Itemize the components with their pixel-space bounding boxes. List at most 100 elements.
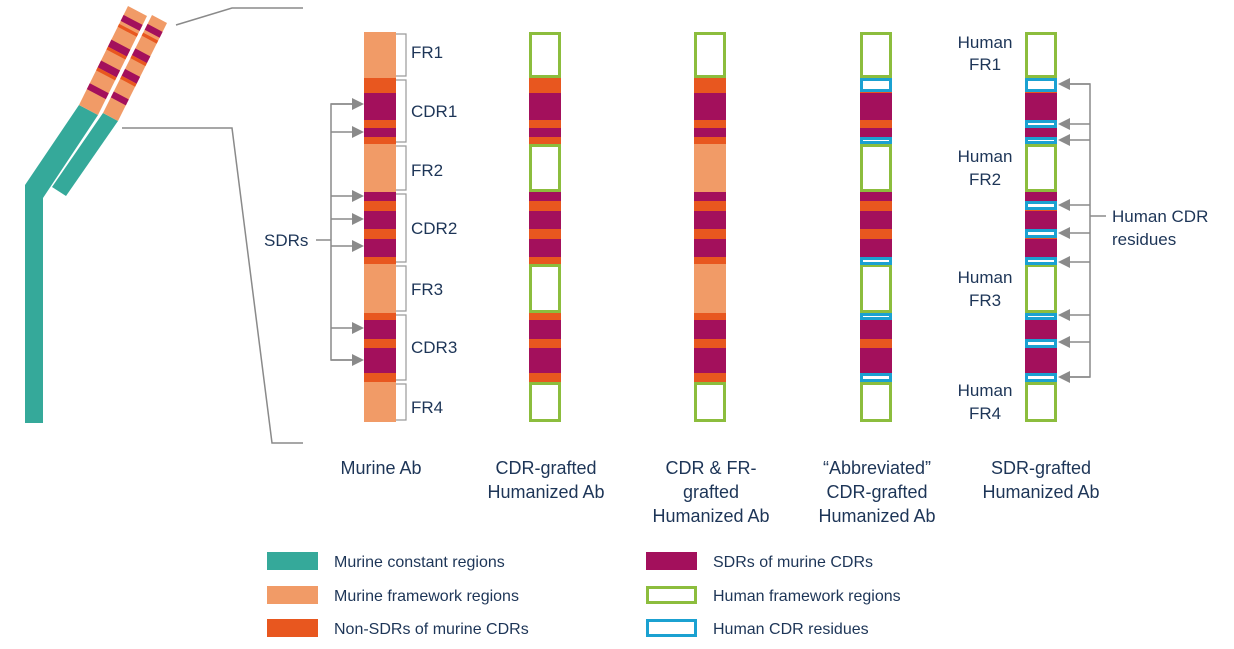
sdr-arrow-head (352, 354, 364, 366)
human-framework-fr1 (1025, 32, 1057, 78)
bar-column-4 (860, 32, 892, 422)
sdr-segment (860, 192, 892, 201)
bar-column-3 (694, 32, 726, 422)
human-framework-fr1 (529, 32, 561, 78)
column-label-4: “Abbreviated” (823, 458, 931, 478)
human-cdr-residue (1025, 137, 1057, 144)
zoom-guide-lines (122, 7, 303, 444)
sdr-segment (860, 348, 892, 373)
murine-framework-fr2 (364, 144, 396, 192)
sdr-arrow-head (352, 126, 364, 138)
sdr-segment (1025, 128, 1057, 137)
legend-swatch-murine_constant (267, 552, 318, 570)
segment-label-fr3: FR3 (411, 280, 443, 299)
human-framework-fr2 (860, 144, 892, 192)
legend-label-sdr: SDRs of murine CDRs (713, 554, 873, 571)
sdr-bracket-line (330, 103, 352, 361)
sdr-arrow-head (352, 98, 364, 110)
light-chain-cdr-stripe (131, 48, 151, 64)
sdr-segment (529, 239, 561, 257)
murine-framework-fr1 (364, 32, 396, 78)
human-cdr-residue (1025, 339, 1057, 348)
legend-label-human_cdr: Human CDR residues (713, 621, 869, 638)
sdr-segment (694, 128, 726, 137)
human-cdr-arrow-head (1058, 309, 1070, 321)
human-cdr-residue (860, 373, 892, 382)
sdr-segment (364, 211, 396, 229)
non-sdr-segment (860, 120, 892, 128)
human-fr-label-1: FR1 (969, 55, 1001, 74)
sdr-segment (364, 320, 396, 339)
human-fr-label-1: Human (958, 33, 1013, 52)
segment-bracket (396, 383, 407, 421)
human-cdr-residue (1025, 257, 1057, 265)
non-sdr-segment (694, 229, 726, 239)
non-sdr-segment (529, 339, 561, 348)
human-cdr-arrow-head (1058, 199, 1070, 211)
human-framework-fr2 (529, 144, 561, 192)
murine-framework-fr4 (364, 382, 396, 422)
human-cdr-residue (1025, 201, 1057, 210)
human-cdr-residue (1025, 120, 1057, 128)
sdr-segment (529, 348, 561, 373)
heavy-chain-cdr-stripe (86, 83, 109, 100)
sdr-segment (364, 348, 396, 373)
annotations: FR1CDR1FR2CDR2FR3CDR3FR4SDRsHumanFR1Huma… (264, 33, 1208, 423)
non-sdr-segment (694, 120, 726, 128)
non-sdr-segment (529, 229, 561, 239)
sdr-segment (694, 239, 726, 257)
light-chain-cdr-stripe (121, 68, 141, 84)
human-cdr-residue (1025, 373, 1057, 382)
sdr-segment (694, 348, 726, 373)
sdr-segment (529, 93, 561, 120)
human-fr-label-3: FR3 (969, 291, 1001, 310)
non-sdr-segment (529, 257, 561, 264)
human-cdr-residue (1025, 229, 1057, 238)
non-sdr-segment (860, 201, 892, 211)
segment-bracket (396, 145, 407, 191)
segment-bracket (396, 193, 407, 263)
column-label-4: CDR-grafted (826, 482, 927, 502)
antibody-bars (364, 32, 1057, 422)
segment-label-cdr2: CDR2 (411, 219, 457, 238)
legend-label-non_sdr: Non-SDRs of murine CDRs (334, 621, 529, 638)
human-cdr-residue (860, 78, 892, 92)
column-label-3: grafted (683, 482, 739, 502)
murine-framework-fr3 (694, 264, 726, 313)
sdr-segment (364, 93, 396, 120)
non-sdr-segment (694, 137, 726, 144)
legend-swatch-human_framework (646, 586, 697, 604)
heavy-chain-cdr-stripe (107, 39, 131, 57)
human-cdr-residue (860, 313, 892, 320)
bar-column-5 (1025, 32, 1057, 422)
light-chain-constant (52, 113, 118, 196)
sdr-segment (1025, 211, 1057, 229)
human-fr-label-3: Human (958, 268, 1013, 287)
light-chain-cdr-stripe (120, 75, 137, 87)
non-sdr-segment (860, 339, 892, 348)
light-chain-cdr-stripe (130, 55, 147, 67)
legend-swatch-human_cdr (646, 619, 697, 637)
segment-label-cdr1: CDR1 (411, 102, 457, 121)
sdr-segment (1025, 93, 1057, 120)
heavy-chain-constant (25, 105, 98, 423)
sdr-arrow-head (352, 240, 364, 252)
sdr-arrow-head (352, 322, 364, 334)
human-fr-label-2: Human (958, 147, 1013, 166)
human-framework-fr1 (694, 32, 726, 78)
non-sdr-segment (694, 201, 726, 211)
segment-bracket (396, 265, 407, 312)
non-sdr-segment (364, 339, 396, 348)
segment-label-fr4: FR4 (411, 398, 443, 417)
non-sdr-segment (364, 137, 396, 144)
human-cdr-residues-label: residues (1112, 230, 1176, 249)
human-cdr-arrow-head (1058, 256, 1070, 268)
legend-label-murine_framework: Murine framework regions (334, 588, 519, 605)
sdr-segment (860, 239, 892, 257)
column-label-3: Humanized Ab (652, 506, 769, 526)
column-label-2: CDR-grafted (495, 458, 596, 478)
human-cdr-residue (860, 257, 892, 265)
segment-label-fr1: FR1 (411, 43, 443, 62)
column-label-5: SDR-grafted (991, 458, 1091, 478)
